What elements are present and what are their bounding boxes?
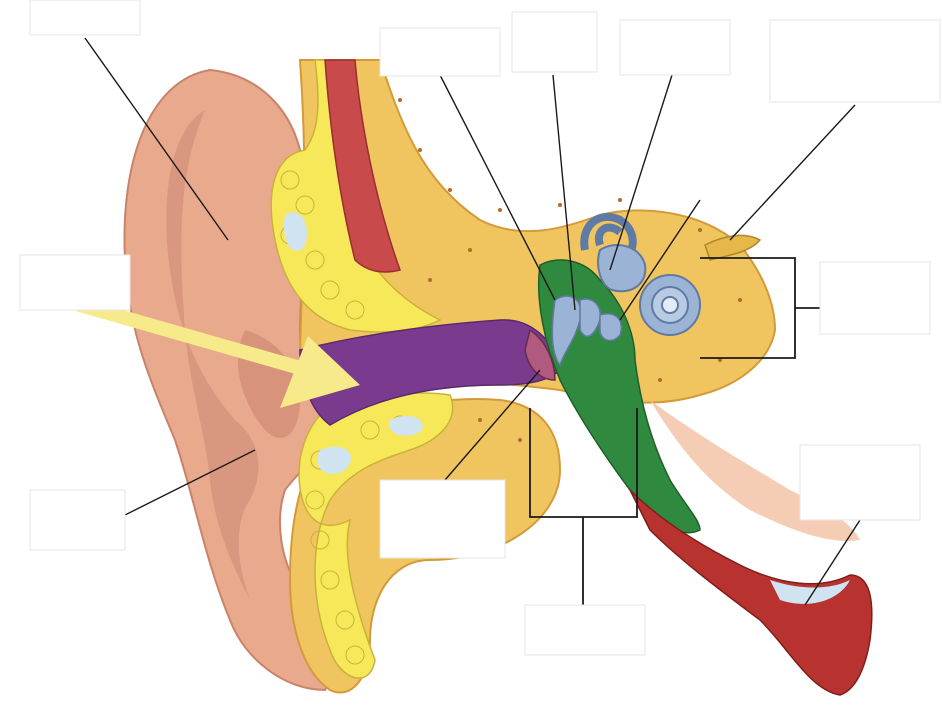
label-box bbox=[799, 444, 921, 521]
label-box bbox=[769, 19, 941, 103]
bracket-inner-ear bbox=[700, 257, 822, 359]
leader-line bbox=[439, 74, 556, 301]
label-box bbox=[524, 604, 646, 656]
cochlea-core bbox=[661, 296, 679, 314]
ear-canal bbox=[299, 319, 561, 426]
fat-pocket-3 bbox=[389, 415, 423, 436]
eustachian-tube bbox=[629, 489, 873, 696]
muscle bbox=[324, 59, 401, 273]
bracket-middle-ear bbox=[529, 408, 638, 605]
leader-line bbox=[619, 199, 701, 321]
label-box bbox=[819, 261, 931, 335]
label-box bbox=[511, 11, 598, 73]
stapes bbox=[599, 313, 622, 342]
leader-line bbox=[729, 104, 856, 241]
vestibule bbox=[597, 244, 647, 293]
leader-line bbox=[552, 74, 576, 311]
leader-line bbox=[114, 449, 256, 521]
leader-lines bbox=[84, 37, 861, 606]
leader-line bbox=[609, 74, 673, 271]
fat-pocket-2 bbox=[317, 446, 351, 474]
eustachian-fluid bbox=[770, 580, 850, 604]
pinna-fold bbox=[166, 110, 259, 600]
label-box bbox=[29, 489, 126, 551]
leader-line bbox=[84, 37, 229, 241]
label-box bbox=[379, 479, 506, 559]
eardrum bbox=[524, 328, 556, 381]
bone-speckles bbox=[398, 98, 742, 442]
label-box bbox=[379, 27, 501, 77]
fat-pocket-1 bbox=[284, 212, 308, 251]
leader-line bbox=[804, 519, 861, 606]
incus bbox=[579, 298, 601, 337]
fat-tissue bbox=[270, 59, 454, 679]
malleus bbox=[551, 295, 582, 367]
highlight-arrow bbox=[73, 298, 360, 408]
leader-line bbox=[444, 369, 541, 481]
label-box bbox=[29, 0, 141, 36]
highlight-arrow-head bbox=[280, 336, 360, 408]
middle-ear-cavity bbox=[537, 259, 701, 534]
inner-ear bbox=[580, 212, 701, 336]
label-box bbox=[619, 19, 731, 76]
ossicles bbox=[551, 295, 622, 367]
label-box bbox=[19, 254, 131, 311]
label-boxes bbox=[19, 0, 941, 656]
